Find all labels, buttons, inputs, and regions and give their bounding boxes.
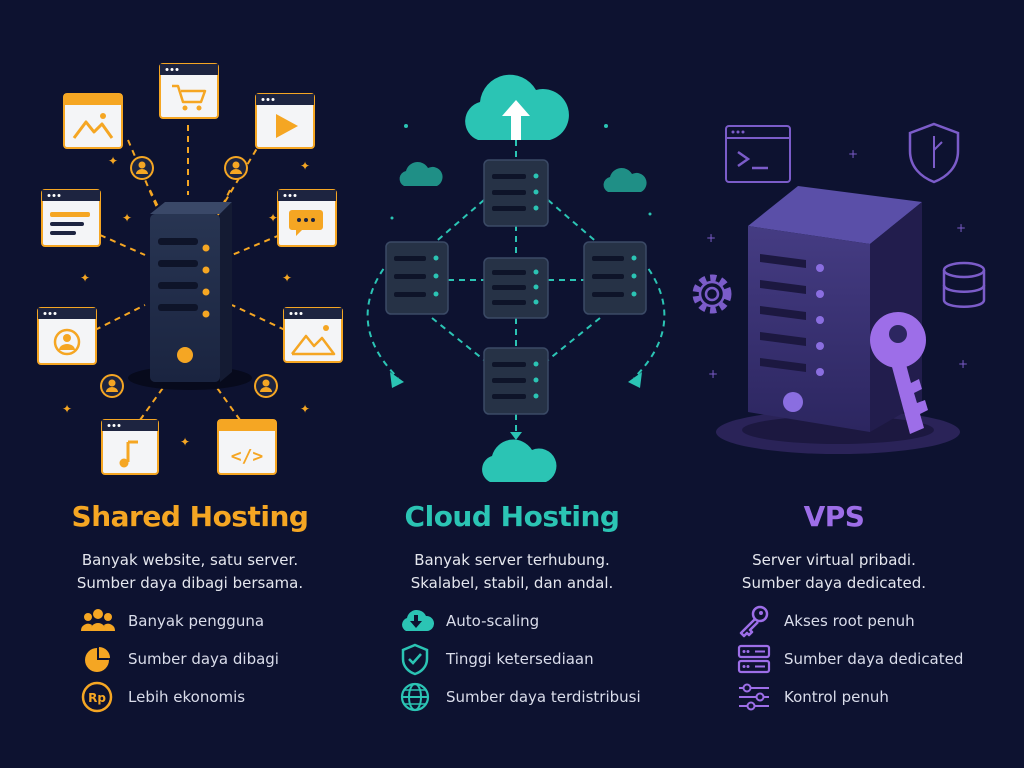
svg-text:✦: ✦ xyxy=(80,271,90,285)
website-window-gallery xyxy=(283,307,343,363)
website-window-image xyxy=(63,93,123,149)
key-icon xyxy=(736,602,774,640)
cloud-server-top xyxy=(483,159,549,227)
svg-text:Rp: Rp xyxy=(88,691,106,705)
description-line: Sumber daya dibagi bersama. xyxy=(76,574,304,592)
vps-section: VPS Server virtual pribadi. Sumber daya … xyxy=(674,500,994,595)
feature-label: Tinggi ketersediaan xyxy=(446,650,594,668)
cloud-server-bottom xyxy=(483,347,549,415)
vps-illustration: + + + + + xyxy=(692,122,986,454)
description-line: Banyak server terhubung. xyxy=(414,551,610,569)
vps-server xyxy=(748,186,922,432)
gear-icon xyxy=(692,274,732,314)
vps-title: VPS xyxy=(803,500,865,533)
cloud-upload-icon xyxy=(465,74,569,140)
website-window-cart xyxy=(159,63,219,119)
feature-label: Sumber daya dedicated xyxy=(784,650,964,668)
website-window-text xyxy=(41,189,101,247)
small-cloud-icon xyxy=(399,162,443,186)
svg-text:</>: </> xyxy=(231,446,264,467)
svg-text:✦: ✦ xyxy=(62,402,72,416)
svg-text:✦: ✦ xyxy=(122,211,132,225)
feature-label: Sumber daya dibagi xyxy=(128,650,279,668)
feature-label: Auto-scaling xyxy=(446,612,540,630)
vps-features: Akses root penuh Sumber daya dedicated K… xyxy=(736,602,963,716)
feature-item: Kontrol penuh xyxy=(736,678,963,716)
cloud-icon xyxy=(482,439,557,482)
hosting-illustration: ✦ ✦ ✦ ✦ ✦ ✦ ✦ ✦ ✦ xyxy=(37,63,986,482)
cloud-hosting-section: Cloud Hosting Banyak server terhubung. S… xyxy=(352,500,672,595)
shared-hosting-title: Shared Hosting xyxy=(71,500,309,533)
database-icon xyxy=(942,261,986,308)
cloud-hosting-features: Auto-scaling Tinggi ketersediaan Sumber … xyxy=(398,602,641,716)
cloud-hosting-description: Banyak server terhubung. Skalabel, stabi… xyxy=(352,549,672,595)
terminal-icon xyxy=(725,125,791,183)
cloud-hosting-illustration xyxy=(366,74,666,482)
svg-text:✦: ✦ xyxy=(300,159,310,173)
shield-icon xyxy=(908,122,960,184)
feature-item: Rp Lebih ekonomis xyxy=(80,678,279,716)
svg-text:+: + xyxy=(958,357,968,371)
description-line: Server virtual pribadi. xyxy=(752,551,916,569)
cloud-server-right xyxy=(583,241,647,315)
key-icon xyxy=(870,312,928,434)
user-avatars xyxy=(100,156,278,398)
website-window-code: </> xyxy=(217,419,277,475)
cloud-hosting-title: Cloud Hosting xyxy=(404,500,620,533)
sliders-icon xyxy=(736,678,774,716)
svg-text:+: + xyxy=(848,147,858,161)
shared-hosting-features: Banyak pengguna Sumber daya dibagi Rp Le… xyxy=(80,602,279,716)
cloud-download-icon xyxy=(398,602,436,640)
svg-text:✦: ✦ xyxy=(268,211,278,225)
feature-item: Auto-scaling xyxy=(398,602,641,640)
rupiah-coin-icon: Rp xyxy=(80,678,118,716)
feature-label: Banyak pengguna xyxy=(128,612,265,630)
cloud-server-center xyxy=(483,257,549,319)
feature-item: Akses root penuh xyxy=(736,602,963,640)
feature-item: Sumber daya terdistribusi xyxy=(398,678,641,716)
feature-item: Sumber daya dibagi xyxy=(80,640,279,678)
shield-check-icon xyxy=(398,640,436,678)
website-window-chat xyxy=(277,189,337,247)
feature-label: Kontrol penuh xyxy=(784,688,889,706)
svg-text:✦: ✦ xyxy=(282,271,292,285)
cloud-server-left xyxy=(385,241,449,315)
svg-text:✦: ✦ xyxy=(108,154,118,168)
svg-text:✦: ✦ xyxy=(180,435,190,449)
website-window-video xyxy=(255,93,315,149)
server-icon xyxy=(736,640,774,678)
feature-item: Sumber daya dedicated xyxy=(736,640,963,678)
description-line: Banyak website, satu server. xyxy=(81,551,299,569)
description-line: Sumber daya dedicated. xyxy=(741,574,927,592)
svg-text:+: + xyxy=(706,231,716,245)
feature-label: Sumber daya terdistribusi xyxy=(446,688,641,706)
feature-item: Tinggi ketersediaan xyxy=(398,640,641,678)
svg-text:+: + xyxy=(956,221,966,235)
shared-hosting-description: Banyak website, satu server. Sumber daya… xyxy=(30,549,350,595)
small-cloud-icon xyxy=(603,168,647,192)
feature-item: Banyak pengguna xyxy=(80,602,279,640)
svg-text:+: + xyxy=(708,367,718,381)
feature-label: Akses root penuh xyxy=(784,612,915,630)
vps-description: Server virtual pribadi. Sumber daya dedi… xyxy=(674,549,994,595)
website-window-profile xyxy=(37,307,97,365)
feature-label: Lebih ekonomis xyxy=(128,688,246,706)
shared-hosting-illustration: ✦ ✦ ✦ ✦ ✦ ✦ ✦ ✦ ✦ xyxy=(37,63,343,475)
website-window-music xyxy=(101,419,159,475)
shared-hosting-section: Shared Hosting Banyak website, satu serv… xyxy=(30,500,350,595)
svg-text:✦: ✦ xyxy=(300,402,310,416)
users-icon xyxy=(80,602,118,640)
description-line: Skalabel, stabil, dan andal. xyxy=(410,574,614,592)
shared-server xyxy=(128,202,252,390)
pie-chart-icon xyxy=(80,640,118,678)
globe-icon xyxy=(398,678,436,716)
